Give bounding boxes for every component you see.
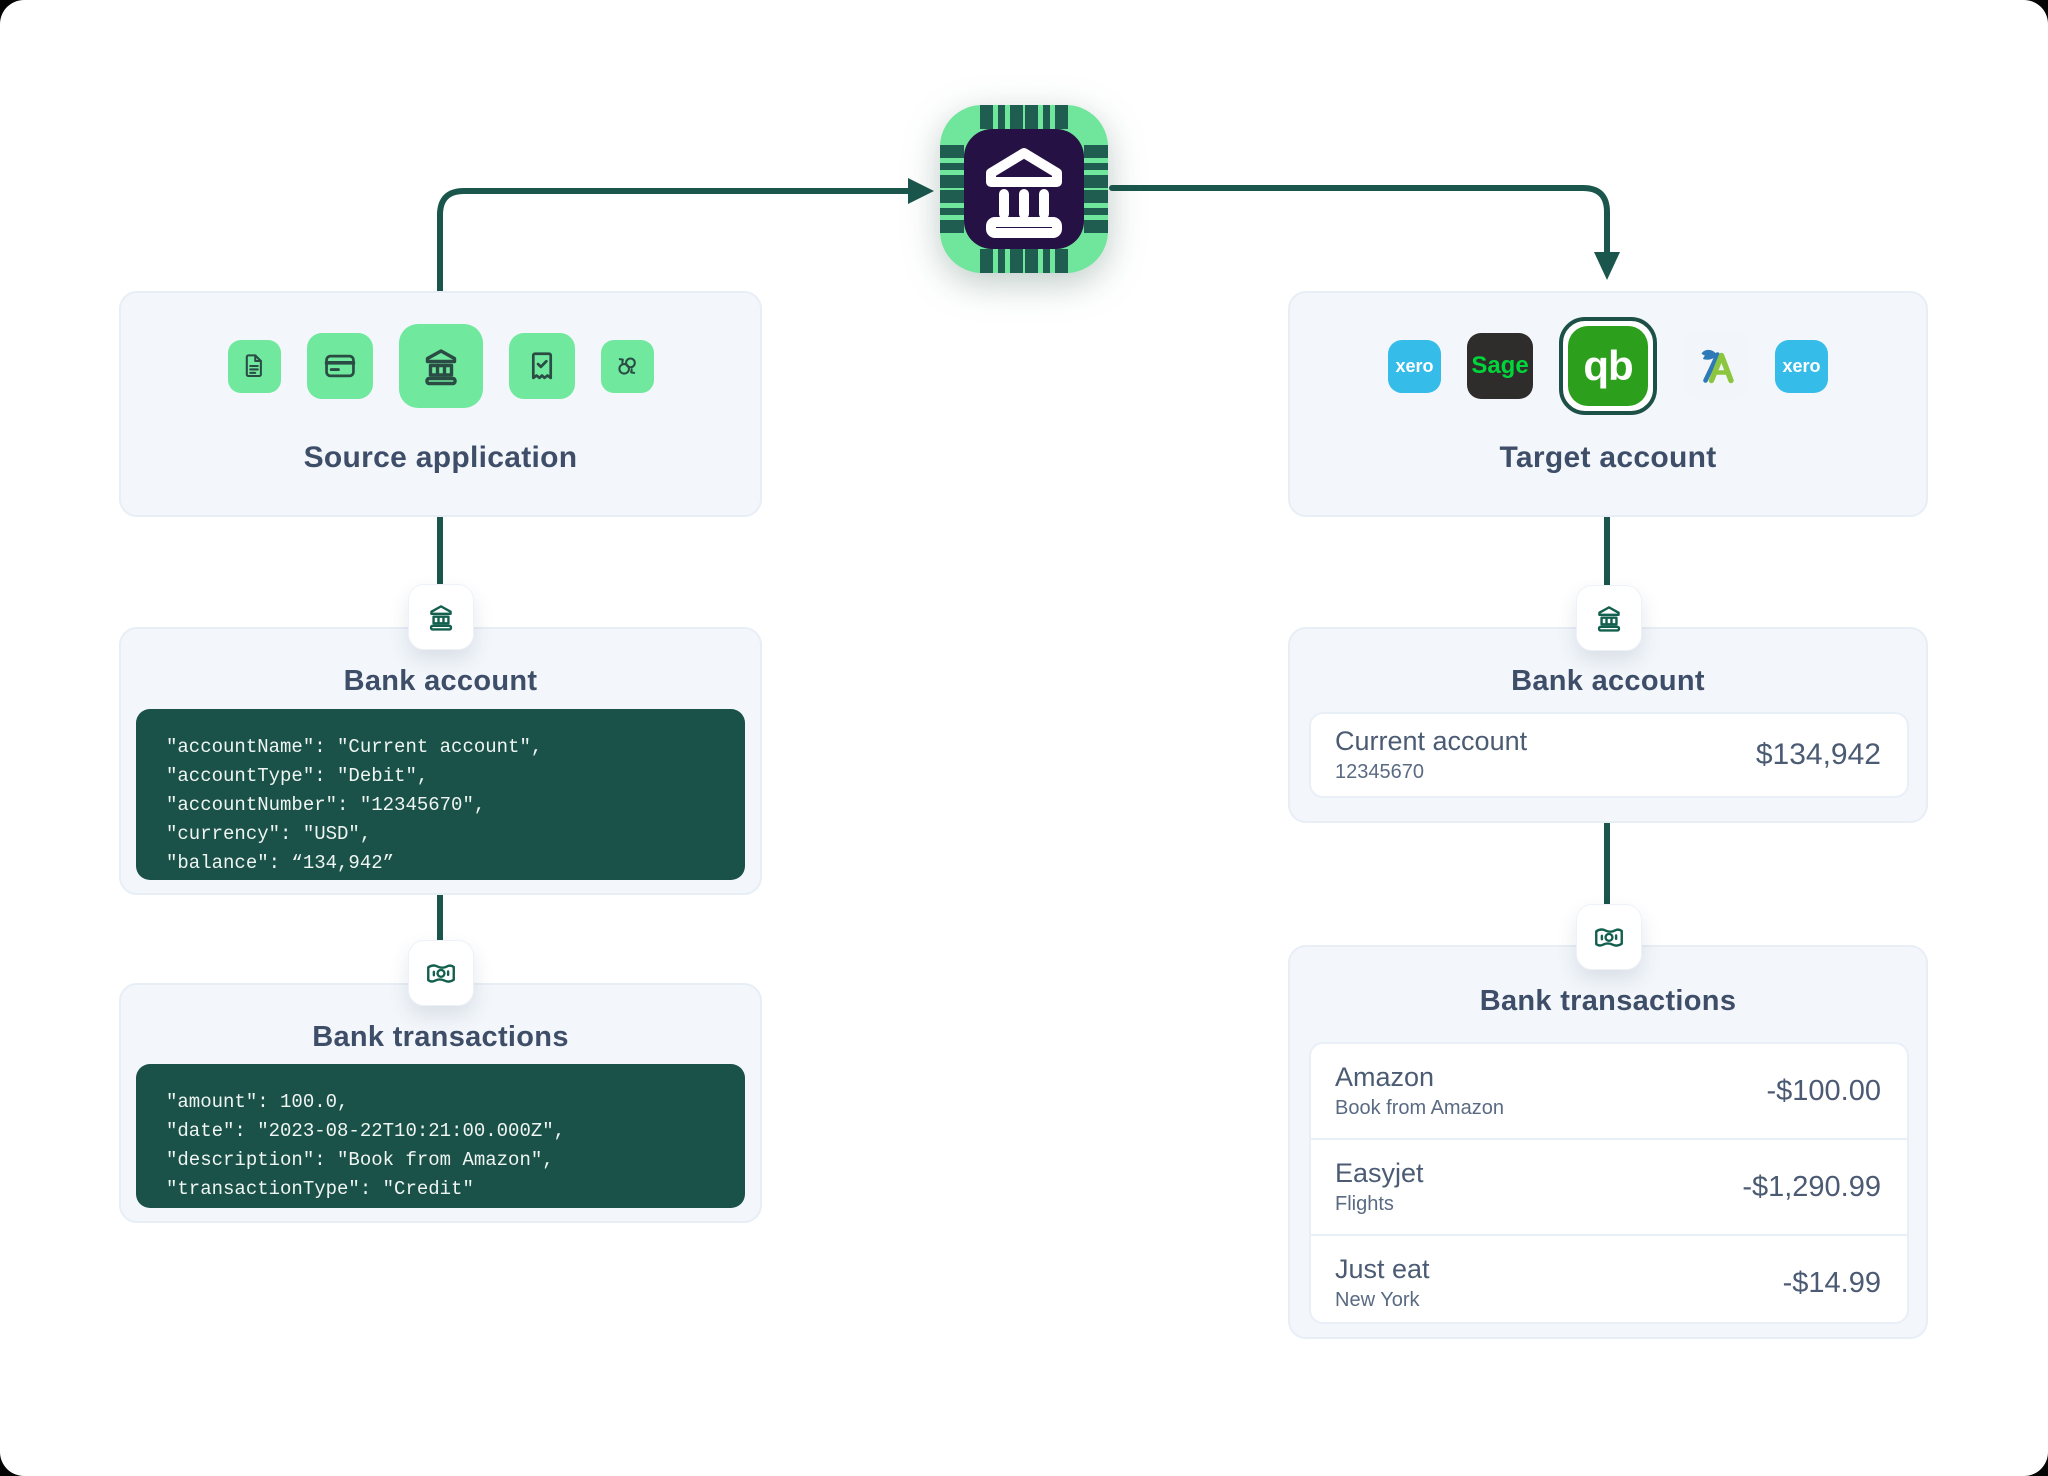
code-line: "currency": "USD",	[166, 823, 372, 845]
credit-card-icon[interactable]	[306, 333, 373, 399]
arrow-hub-to-target	[1109, 185, 1610, 255]
bank-glyph	[986, 148, 1062, 238]
account-balance: $134,942	[1755, 738, 1881, 771]
account-name: Current account	[1335, 726, 1528, 756]
quickbooks-glyph: qb	[1568, 326, 1648, 406]
banknote-badge-icon	[408, 940, 474, 1006]
source-bank-transactions-title: Bank transactions	[312, 1021, 569, 1053]
target-bank-account-title: Bank account	[1511, 665, 1705, 697]
source-application-panel: Source application	[119, 291, 762, 517]
source-bank-account-code: "accountName": "Current account", "accou…	[136, 709, 745, 880]
receipt-icon[interactable]	[508, 333, 575, 399]
freeagent-glyph	[1701, 349, 1734, 384]
freeagent-logo[interactable]	[1683, 333, 1749, 399]
code-line: "accountName": "Current account",	[166, 736, 543, 758]
document-icon[interactable]	[227, 339, 281, 393]
target-bank-account-card: Bank account Current account 12345670 $1…	[1288, 627, 1928, 823]
chip-pins	[940, 105, 1108, 273]
transaction-description: Book from Amazon	[1335, 1097, 1504, 1119]
code-line: "description": "Book from Amazon",	[166, 1149, 554, 1171]
transaction-description: Flights	[1335, 1193, 1394, 1215]
arrowhead-down	[1594, 252, 1620, 280]
account-number: 12345670	[1335, 761, 1424, 783]
bank-badge-icon	[1576, 585, 1642, 651]
target-account-panel: xero Sage qb xero Target accoun	[1288, 291, 1928, 517]
source-icon-row	[121, 323, 760, 409]
transactions-list: Amazon Book from Amazon -$100.00 Easyjet…	[1309, 1042, 1909, 1324]
code-line: "accountType": "Debit",	[166, 765, 429, 787]
arrow-source-to-hub	[437, 188, 911, 294]
code-line: "accountNumber": "12345670",	[166, 794, 486, 816]
target-panel-title: Target account	[1499, 441, 1717, 474]
transaction-row: Easyjet Flights -$1,290.99	[1311, 1140, 1907, 1236]
transaction-name: Just eat	[1335, 1254, 1430, 1284]
source-bank-account-title: Bank account	[343, 665, 538, 697]
transaction-row: Just eat New York -$14.99	[1311, 1236, 1907, 1330]
bank-badge-icon	[408, 584, 474, 650]
source-bank-transactions-code: "amount": 100.0, "date": "2023-08-22T10:…	[136, 1064, 745, 1208]
transaction-name: Amazon	[1335, 1062, 1435, 1092]
code-line: "date": "2023-08-22T10:21:00.000Z",	[166, 1120, 566, 1142]
bank-chip-icon	[940, 105, 1108, 273]
code-line: "balance": “134,942”	[166, 852, 395, 874]
transaction-amount: -$14.99	[1782, 1266, 1881, 1299]
transaction-amount: -$100.00	[1766, 1074, 1882, 1107]
banknote-badge-icon	[1576, 904, 1642, 970]
sage-logo[interactable]: Sage	[1467, 333, 1533, 399]
xero-logo-2[interactable]: xero	[1775, 339, 1828, 393]
transaction-name: Easyjet	[1335, 1158, 1424, 1188]
quickbooks-logo-selected[interactable]: qb	[1559, 317, 1657, 415]
arrowhead-right	[908, 178, 934, 204]
source-panel-title: Source application	[303, 441, 578, 474]
code-line: "transactionType": "Credit"	[166, 1178, 474, 1200]
xero-logo[interactable]: xero	[1388, 339, 1441, 393]
target-bank-transactions-card: Bank transactions Amazon Book from Amazo…	[1288, 945, 1928, 1339]
transaction-amount: -$1,290.99	[1742, 1170, 1881, 1203]
sync-icon[interactable]	[600, 339, 654, 393]
account-summary-card: Current account 12345670 $134,942	[1309, 712, 1909, 798]
target-bank-transactions-title: Bank transactions	[1479, 985, 1737, 1017]
transaction-row: Amazon Book from Amazon -$100.00	[1311, 1044, 1907, 1140]
code-line: "amount": 100.0,	[166, 1091, 349, 1113]
bank-icon[interactable]	[398, 324, 483, 408]
target-logo-row: xero Sage qb xero	[1290, 317, 1926, 415]
transaction-description: New York	[1335, 1289, 1420, 1311]
